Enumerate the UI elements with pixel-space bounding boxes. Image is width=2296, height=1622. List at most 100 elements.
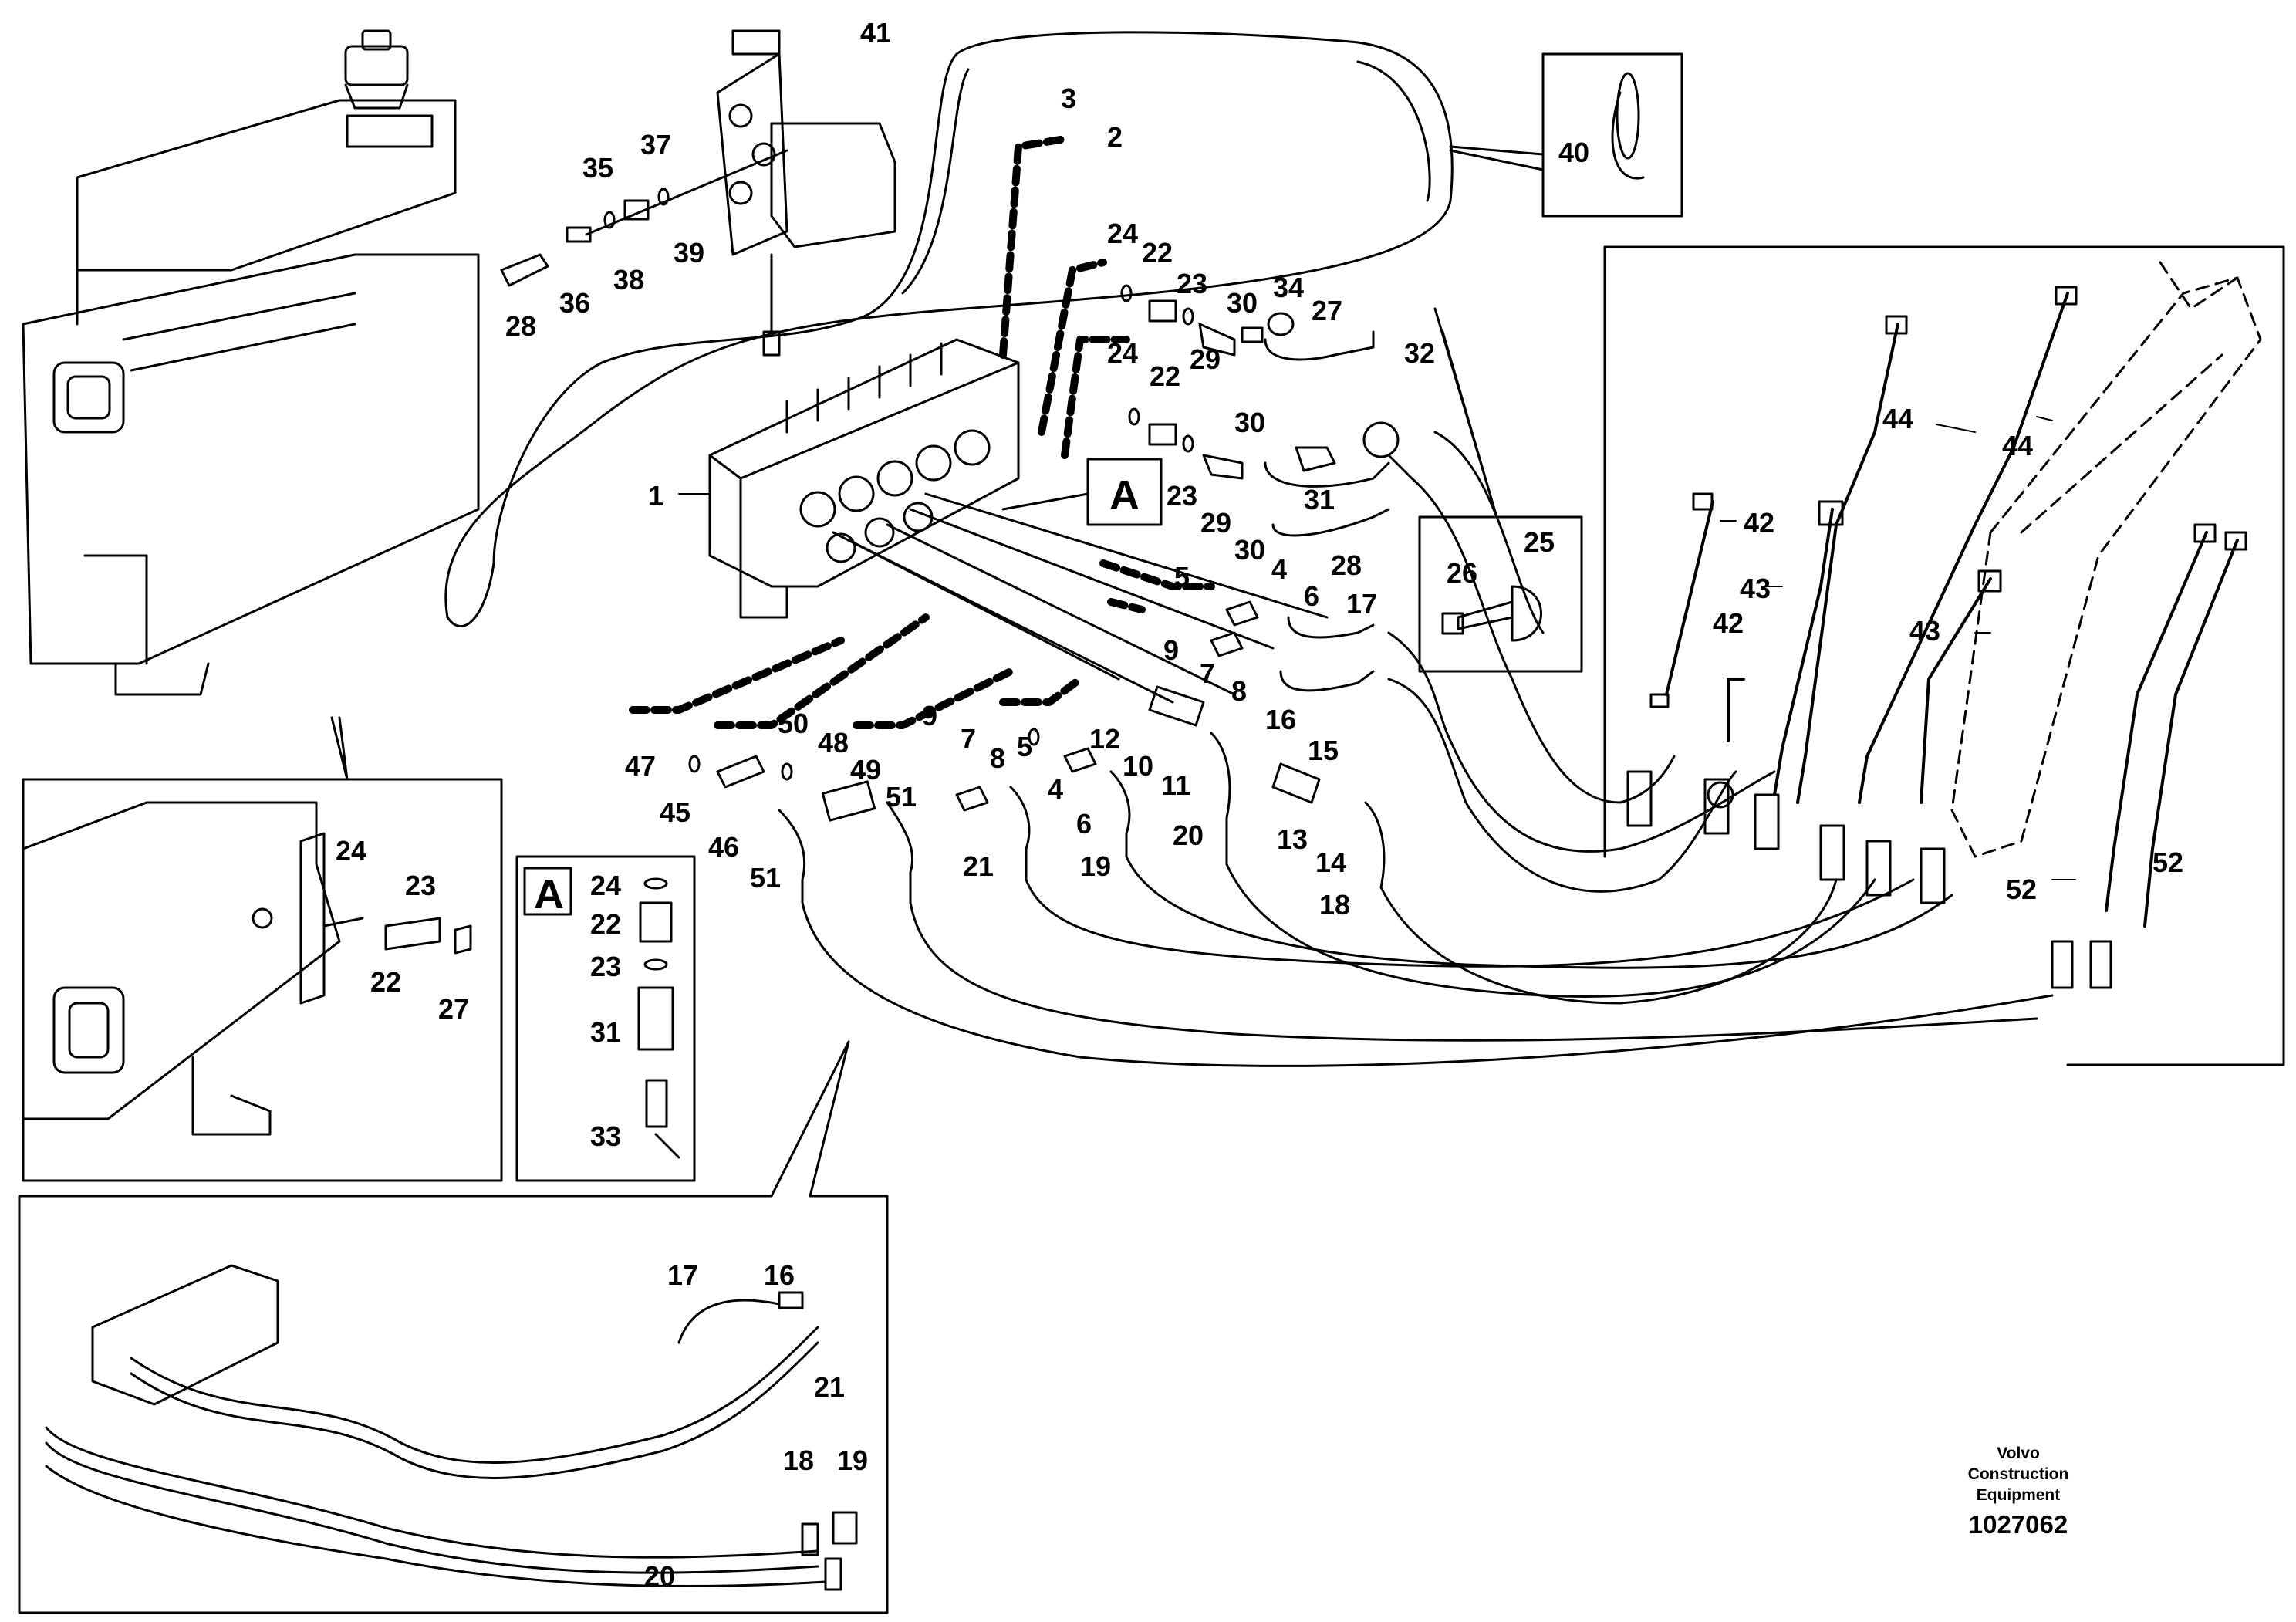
callout-17: 17 (1346, 588, 1377, 620)
arm-hoses (801, 431, 2054, 1067)
callout-43a: 43 (1740, 573, 1771, 604)
detail-callout-31: 31 (590, 1016, 621, 1048)
hydraulic-tank (22, 99, 480, 696)
callout-13: 13 (1277, 823, 1308, 855)
tank-port-inset (22, 716, 503, 1182)
callout-a-letter: A (1109, 472, 1140, 519)
callout-19: 19 (1080, 850, 1111, 882)
tube-fittings (1626, 286, 2247, 989)
routing-callout-17: 17 (667, 1259, 698, 1291)
callout-7a: 7 (1200, 657, 1215, 689)
callout-28a: 28 (505, 310, 536, 342)
callout-8a: 8 (1231, 675, 1247, 707)
callout-24b: 24 (1107, 337, 1138, 369)
detail-callout-22: 22 (590, 908, 621, 940)
upper-fittings (1120, 284, 1413, 537)
callout-52b: 52 (2006, 874, 2037, 905)
routing-callout-18: 18 (783, 1445, 814, 1476)
callout-29b: 29 (1200, 507, 1231, 539)
callout-35: 35 (582, 152, 613, 184)
control-valve (708, 338, 1020, 619)
manufacturer-name: Volvo Construction Equipment (1967, 1445, 2069, 1504)
detail-a-box (515, 855, 696, 1182)
clamp-box (1418, 307, 1583, 673)
callout-51a: 51 (886, 781, 917, 813)
inset-callout-22: 22 (370, 966, 401, 998)
callout-42a: 42 (1744, 507, 1774, 539)
right-panel-border (1603, 245, 2285, 1066)
detail-callout-33: 33 (590, 1120, 621, 1152)
callout-16: 16 (1265, 704, 1296, 735)
callout-22b: 22 (1150, 360, 1180, 392)
callout-37: 37 (640, 129, 671, 161)
lower-fittings (688, 728, 1097, 822)
callout-7b: 7 (961, 723, 976, 755)
callout-9b: 9 (922, 700, 937, 732)
routing-callout-21: 21 (814, 1371, 845, 1403)
callout-5b: 5 (1017, 731, 1032, 762)
routing-callout-16: 16 (764, 1259, 795, 1291)
callout-43b: 43 (1909, 615, 1940, 647)
callout-4b: 4 (1048, 773, 1063, 805)
callout-32: 32 (1404, 337, 1435, 369)
callout-6b: 6 (1076, 808, 1092, 840)
callout-34: 34 (1273, 272, 1304, 303)
callout-23b: 23 (1167, 480, 1197, 512)
callout-3: 3 (1061, 83, 1076, 114)
callout-50: 50 (778, 708, 809, 739)
callout-45: 45 (660, 796, 690, 828)
callout-20: 20 (1173, 819, 1204, 851)
callout-31: 31 (1304, 484, 1335, 515)
callout-42b: 42 (1713, 607, 1744, 639)
callout-52a: 52 (2152, 846, 2183, 878)
callout-5a: 5 (1174, 561, 1190, 593)
title-block: Volvo Construction Equipment 1027062 (1949, 1443, 2088, 1539)
cable-tie-box (1449, 52, 1683, 218)
drawing-number: 1027062 (1968, 1510, 2068, 1539)
callout-21: 21 (963, 850, 994, 882)
callout-29a: 29 (1190, 343, 1221, 375)
callout-15: 15 (1308, 735, 1339, 766)
callout-38: 38 (613, 264, 644, 296)
callout-30a: 30 (1227, 287, 1258, 319)
callout-4a: 4 (1271, 553, 1287, 585)
return-line (444, 31, 1454, 627)
callout-30c: 30 (1234, 534, 1265, 566)
inset-callout-27: 27 (438, 993, 469, 1025)
detail-callout-23: 23 (590, 951, 621, 982)
callout-23a: 23 (1177, 268, 1207, 299)
fitting-chain-upper (500, 149, 788, 287)
callout-30b: 30 (1234, 407, 1265, 438)
callout-1: 1 (648, 480, 663, 512)
callout-9a: 9 (1163, 634, 1179, 666)
callout-28b: 28 (1331, 549, 1362, 581)
detail-callout-24: 24 (590, 870, 621, 901)
pilot-lines (629, 135, 1215, 729)
callout-49: 49 (850, 754, 881, 786)
steel-tubes (1665, 292, 2239, 928)
callout-11: 11 (1161, 769, 1190, 801)
callout-22a: 22 (1142, 237, 1173, 269)
callout-44a: 44 (1882, 403, 1913, 434)
callout-26: 26 (1447, 557, 1477, 589)
callout-36: 36 (559, 287, 590, 319)
callout-47: 47 (625, 750, 656, 782)
callout-18: 18 (1319, 889, 1350, 921)
callout-12: 12 (1089, 723, 1120, 755)
middle-fittings (778, 600, 1386, 904)
callout-6a: 6 (1304, 580, 1319, 612)
callout-14: 14 (1315, 846, 1346, 878)
hose-routing-inset (18, 1040, 889, 1614)
callout-48: 48 (818, 727, 849, 759)
callout-24a: 24 (1107, 218, 1138, 249)
callout-27: 27 (1312, 295, 1342, 326)
callout-25: 25 (1524, 526, 1555, 558)
callout-2: 2 (1107, 121, 1123, 153)
callout-44b: 44 (2002, 430, 2033, 461)
detail-a-letter: A (534, 871, 564, 917)
callout-40: 40 (1558, 137, 1589, 168)
callout-a-box (1086, 458, 1163, 526)
callout-51b: 51 (750, 862, 781, 894)
valve-hoses (832, 492, 1329, 704)
